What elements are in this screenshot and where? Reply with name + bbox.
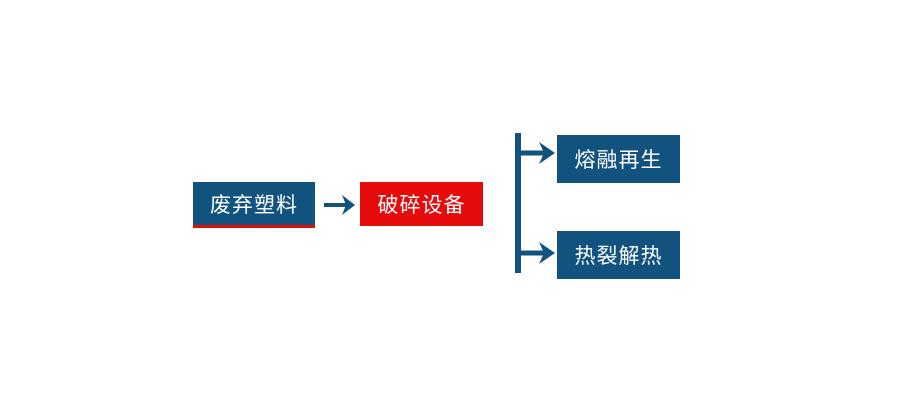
node-source-label: 废弃塑料 <box>210 193 298 217</box>
branch-arrow-icon <box>515 133 555 273</box>
arrow-source-to-process <box>322 190 360 220</box>
node-source[interactable]: 废弃塑料 <box>193 182 315 228</box>
node-output-2-label: 热裂解热 <box>574 245 663 268</box>
node-process-label: 破碎设备 <box>377 194 466 217</box>
right-arrow-icon <box>324 195 355 215</box>
node-output-pyrolysis[interactable]: 热裂解热 <box>557 231 680 279</box>
branch-connector <box>505 125 565 285</box>
node-output-melt-regeneration[interactable]: 熔融再生 <box>557 135 680 183</box>
node-output-1-label: 熔融再生 <box>574 149 663 172</box>
node-process[interactable]: 破碎设备 <box>360 182 483 226</box>
